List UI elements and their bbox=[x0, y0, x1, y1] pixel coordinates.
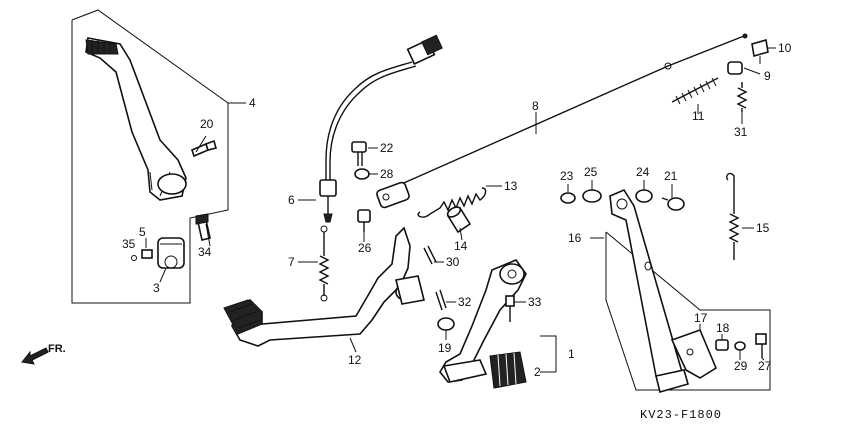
washer-25 bbox=[582, 189, 602, 203]
washer-19 bbox=[437, 317, 455, 331]
pedal-rubber-2 bbox=[489, 351, 527, 389]
direction-label: FR. bbox=[48, 343, 66, 355]
label-29: 29 bbox=[734, 359, 748, 373]
spring-13 bbox=[417, 187, 487, 218]
cable-6 bbox=[319, 34, 443, 223]
side-stand-16 bbox=[609, 188, 689, 393]
label-3: 3 bbox=[153, 281, 160, 295]
label-19: 19 bbox=[438, 341, 452, 355]
label-4: 4 bbox=[249, 96, 256, 110]
label-23: 23 bbox=[560, 169, 574, 183]
pin-32 bbox=[435, 289, 447, 311]
spring-pin-5 bbox=[141, 249, 153, 259]
label-18: 18 bbox=[716, 321, 730, 335]
label-9: 9 bbox=[764, 69, 771, 83]
label-2: 2 bbox=[534, 365, 541, 379]
bolt-33 bbox=[505, 295, 515, 322]
kick-arm bbox=[85, 37, 187, 201]
spring-31 bbox=[736, 82, 748, 112]
label-27: 27 bbox=[758, 359, 772, 373]
label-10: 10 bbox=[778, 41, 792, 55]
label-1: 1 bbox=[568, 347, 575, 361]
nut-10 bbox=[751, 38, 769, 64]
spring-7 bbox=[318, 225, 330, 302]
bolt-21 bbox=[661, 197, 685, 211]
adjuster-9 bbox=[727, 61, 743, 75]
label-14: 14 bbox=[454, 239, 468, 253]
bolt-20 bbox=[191, 139, 217, 158]
label-25: 25 bbox=[584, 165, 598, 179]
label-12: 12 bbox=[348, 353, 362, 367]
label-6: 6 bbox=[288, 193, 295, 207]
stand-group-outline bbox=[605, 231, 771, 391]
bolt-22 bbox=[351, 141, 367, 166]
label-30: 30 bbox=[446, 255, 460, 269]
label-7: 7 bbox=[288, 255, 295, 269]
bolt-26 bbox=[357, 209, 371, 232]
label-15: 15 bbox=[756, 221, 770, 235]
label-13: 13 bbox=[504, 179, 518, 193]
rod-8 bbox=[376, 33, 748, 209]
washer-24 bbox=[635, 189, 653, 203]
collar-18 bbox=[715, 339, 729, 351]
bolt-34 bbox=[195, 213, 211, 241]
label-35: 35 bbox=[122, 237, 136, 251]
label-24: 24 bbox=[636, 165, 650, 179]
kick-pivot-3 bbox=[157, 237, 185, 269]
label-16: 16 bbox=[568, 231, 582, 245]
label-33: 33 bbox=[528, 295, 542, 309]
label-21: 21 bbox=[664, 169, 678, 183]
label-8: 8 bbox=[532, 99, 539, 113]
label-11: 11 bbox=[692, 109, 705, 123]
label-5: 5 bbox=[139, 225, 146, 239]
label-32: 32 bbox=[458, 295, 472, 309]
ball-35 bbox=[131, 255, 137, 261]
brake-pedal-12 bbox=[223, 226, 425, 347]
kick-group-outline bbox=[71, 9, 229, 304]
label-22: 22 bbox=[380, 141, 394, 155]
spring-11 bbox=[671, 77, 719, 105]
spring-15 bbox=[725, 172, 740, 260]
label-28: 28 bbox=[380, 167, 394, 181]
collar-14 bbox=[446, 206, 472, 234]
label-26: 26 bbox=[358, 241, 372, 255]
diagram-code: KV23-F1800 bbox=[640, 408, 722, 422]
label-17: 17 bbox=[694, 311, 708, 325]
change-pedal-1 bbox=[439, 259, 527, 383]
switch-17 bbox=[670, 328, 718, 379]
label-20: 20 bbox=[200, 117, 214, 131]
washer-29 bbox=[734, 341, 746, 351]
nut-28 bbox=[354, 168, 370, 180]
bolt-27 bbox=[755, 333, 767, 358]
pin-30 bbox=[423, 245, 437, 265]
front-arrow: FR. bbox=[21, 343, 66, 365]
label-34: 34 bbox=[198, 245, 212, 259]
washer-23 bbox=[560, 192, 576, 204]
label-31: 31 bbox=[734, 125, 748, 139]
